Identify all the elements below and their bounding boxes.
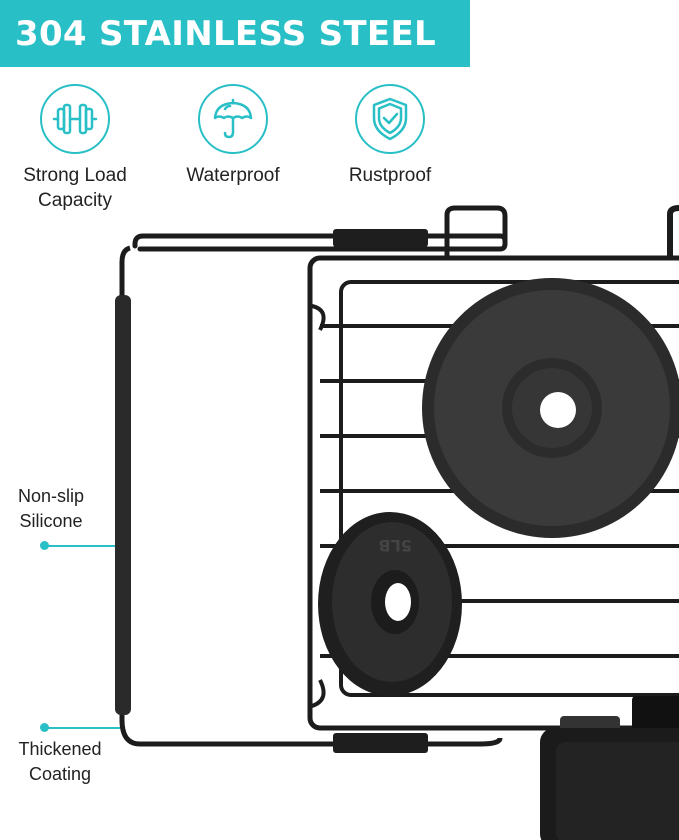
feature-icon-circle bbox=[40, 84, 110, 154]
basket-inner bbox=[339, 280, 679, 697]
feature-waterproof: Waterproof bbox=[158, 84, 308, 188]
callout-line-coating bbox=[45, 727, 120, 729]
callout-thickened-coating: Thickened Coating bbox=[18, 739, 102, 784]
small-plate-label: 5LB bbox=[378, 536, 412, 555]
feature-strong-load: Strong Load Capacity bbox=[0, 84, 150, 213]
callout-dot-coating bbox=[40, 723, 49, 732]
feature-label: Rustproof bbox=[348, 165, 432, 186]
feature-icon-circle bbox=[355, 84, 425, 154]
small-weight-plate: 5LB bbox=[318, 512, 462, 696]
silicone-sleeve bbox=[115, 295, 131, 715]
callout-dot-silicone bbox=[40, 541, 49, 550]
large-weight-plate bbox=[422, 278, 679, 538]
hook bbox=[444, 205, 508, 260]
feature-rustproof: Rustproof bbox=[315, 84, 465, 188]
bottom-clamp bbox=[333, 733, 428, 753]
callout-non-slip-silicone: Non-slip Silicone bbox=[17, 486, 85, 531]
outer-frame-left bbox=[119, 245, 503, 747]
shield-check-icon bbox=[372, 97, 408, 141]
dumbbell-icon bbox=[52, 103, 98, 135]
umbrella-icon bbox=[213, 98, 253, 139]
hook-right bbox=[667, 205, 679, 260]
title-banner: 304 STAINLESS STEEL bbox=[0, 0, 470, 67]
top-clamp bbox=[333, 229, 428, 247]
storage-box bbox=[540, 696, 679, 840]
feature-icon-circle bbox=[198, 84, 268, 154]
callout-line-silicone bbox=[45, 545, 115, 547]
banner-title: 304 STAINLESS STEEL bbox=[15, 13, 436, 54]
feature-label: Waterproof bbox=[186, 165, 280, 186]
basket-outer bbox=[307, 255, 679, 731]
feature-label: Strong Load Capacity bbox=[23, 165, 127, 211]
